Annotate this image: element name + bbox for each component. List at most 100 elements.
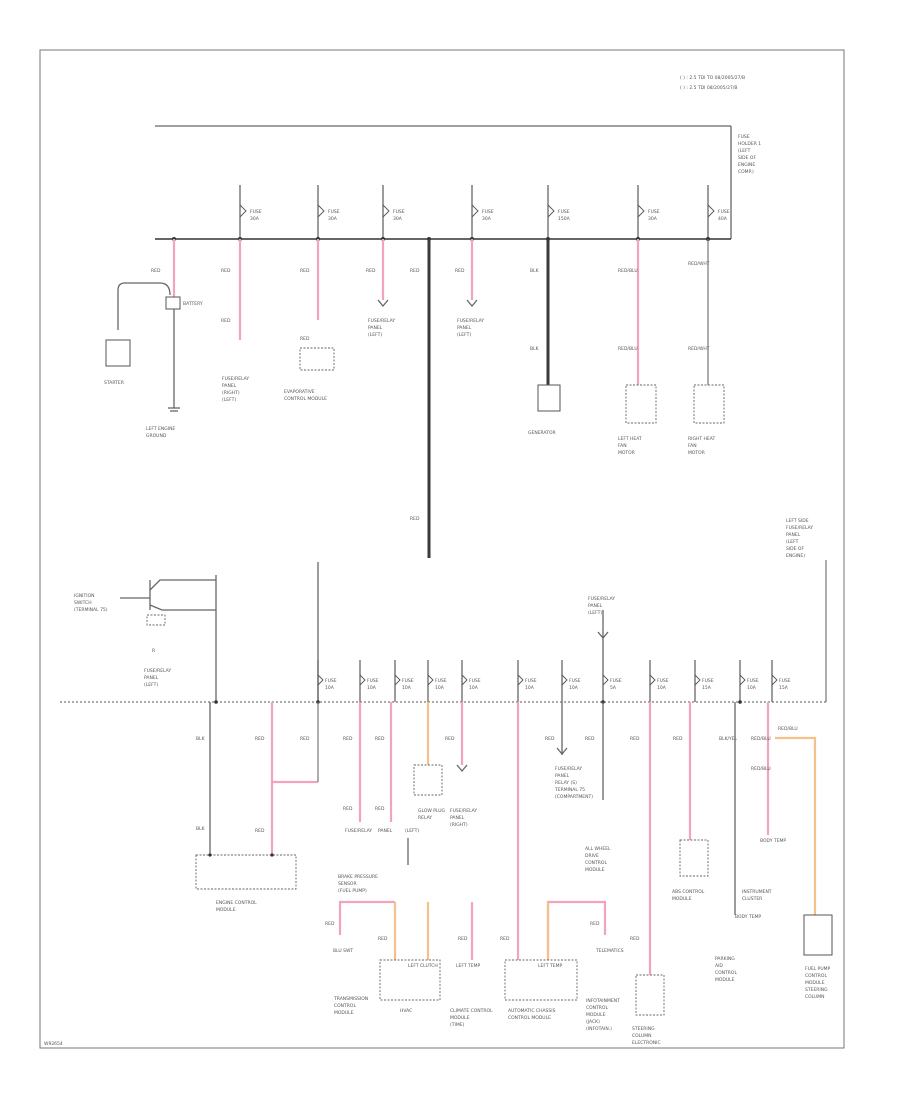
svg-text:FUSE: FUSE bbox=[482, 209, 494, 215]
svg-text:ABS CONTROL: ABS CONTROL bbox=[672, 889, 705, 895]
svg-text:RED: RED bbox=[300, 736, 310, 742]
branch-generator: BLK BLK GENERATOR bbox=[528, 239, 561, 436]
top-fuse-4: FUSE 30A bbox=[471, 185, 494, 239]
svg-text:STEERING: STEERING bbox=[805, 987, 828, 993]
svg-text:PANEL: PANEL bbox=[555, 773, 570, 779]
svg-text:10A: 10A bbox=[367, 685, 377, 691]
svg-text:LEFT ENGINE: LEFT ENGINE bbox=[146, 426, 175, 432]
svg-text:PANEL: PANEL bbox=[378, 828, 393, 834]
svg-text:COMP.): COMP.) bbox=[738, 169, 754, 175]
svg-text:MOTOR: MOTOR bbox=[688, 450, 705, 456]
svg-text:(LEFT: (LEFT bbox=[738, 148, 751, 154]
svg-text:IGNITION: IGNITION bbox=[74, 593, 95, 599]
svg-text:STARTER: STARTER bbox=[104, 380, 124, 386]
svg-text:ELECTRONIC: ELECTRONIC bbox=[632, 1040, 661, 1046]
svg-text:BRAKE PRESSURE: BRAKE PRESSURE bbox=[338, 874, 378, 880]
svg-text:10A: 10A bbox=[657, 685, 667, 691]
branch-fuse-relay-a: RED FUSE/RELAY PANEL (LEFT) bbox=[366, 239, 395, 338]
svg-text:EVAPORATIVE: EVAPORATIVE bbox=[284, 389, 315, 395]
svg-text:FUSE/RELAY: FUSE/RELAY bbox=[786, 525, 813, 531]
svg-text:RED: RED bbox=[630, 736, 640, 742]
svg-text:FUSE: FUSE bbox=[738, 134, 750, 140]
svg-text:HOLDER 1: HOLDER 1 bbox=[738, 141, 761, 147]
top-fuse-2: FUSE 30A bbox=[317, 185, 340, 239]
svg-text:RED: RED bbox=[585, 736, 595, 742]
speed-relay: RED FUSE/RELAY PANEL RELAY (S) TERMINAL … bbox=[545, 702, 593, 800]
svg-text:RED: RED bbox=[366, 268, 376, 274]
svg-text:FUSE: FUSE bbox=[250, 209, 262, 215]
svg-text:CONTROL: CONTROL bbox=[805, 973, 827, 979]
top-fuse-6: FUSE 30A bbox=[637, 185, 660, 239]
svg-text:RED/BLU: RED/BLU bbox=[751, 736, 771, 742]
svg-text:(LEFT): (LEFT) bbox=[457, 332, 471, 338]
svg-text:10A: 10A bbox=[325, 685, 335, 691]
svg-text:FUSE: FUSE bbox=[469, 678, 481, 684]
svg-text:RED: RED bbox=[590, 921, 600, 927]
svg-text:(TERMINAL 75): (TERMINAL 75) bbox=[74, 607, 108, 613]
svg-text:CONTROL: CONTROL bbox=[585, 860, 607, 866]
svg-text:TELEMATICS: TELEMATICS bbox=[595, 948, 624, 954]
svg-text:BLK: BLK bbox=[530, 346, 540, 352]
svg-text:RELAY (S): RELAY (S) bbox=[555, 780, 577, 786]
svg-text:30A: 30A bbox=[328, 216, 338, 222]
svg-text:CONTROL MODULE: CONTROL MODULE bbox=[508, 1015, 551, 1021]
svg-text:MODULE: MODULE bbox=[672, 896, 692, 902]
svg-text:RED: RED bbox=[255, 828, 265, 834]
svg-text:30A: 30A bbox=[250, 216, 260, 222]
svg-text:RED: RED bbox=[455, 268, 465, 274]
svg-text:ENGINE CONTROL: ENGINE CONTROL bbox=[216, 900, 257, 906]
svg-text:MODULE: MODULE bbox=[715, 977, 735, 983]
svg-text:RED/BLU: RED/BLU bbox=[618, 346, 638, 352]
svg-text:RED: RED bbox=[410, 516, 420, 522]
svg-text:RED: RED bbox=[255, 736, 265, 742]
svg-text:(LEFT): (LEFT) bbox=[368, 332, 382, 338]
svg-text:TERMINAL 75: TERMINAL 75 bbox=[554, 787, 585, 793]
relay-panel-right: RED FUSE/RELAY PANEL (RIGHT) bbox=[445, 702, 477, 828]
svg-text:FUSE: FUSE bbox=[648, 209, 660, 215]
svg-text:FUSE: FUSE bbox=[779, 678, 791, 684]
svg-text:INFOTAINMENT: INFOTAINMENT bbox=[586, 998, 620, 1004]
svg-text:CONTROL: CONTROL bbox=[586, 1005, 608, 1011]
svg-text:RED: RED bbox=[221, 318, 231, 324]
svg-text:AID: AID bbox=[715, 963, 723, 969]
svg-text:FUSE: FUSE bbox=[325, 678, 337, 684]
svg-text:SIDE OF: SIDE OF bbox=[738, 155, 756, 161]
svg-text:FUSE: FUSE bbox=[402, 678, 414, 684]
legend-line-1: ( ) : 2.5 TDI TO 08/2005/27/B bbox=[680, 75, 745, 81]
svg-text:10A: 10A bbox=[402, 685, 412, 691]
svg-text:RED/WHT: RED/WHT bbox=[688, 346, 710, 352]
svg-text:RED/BLU: RED/BLU bbox=[618, 268, 638, 274]
svg-text:MODULE: MODULE bbox=[585, 867, 605, 873]
svg-text:RED: RED bbox=[630, 936, 640, 942]
svg-text:RED: RED bbox=[445, 736, 455, 742]
svg-text:(LEFT): (LEFT) bbox=[405, 828, 419, 834]
svg-text:RED: RED bbox=[300, 336, 310, 342]
svg-text:(LEFT): (LEFT) bbox=[222, 397, 236, 403]
svg-text:RELAY: RELAY bbox=[418, 815, 432, 821]
svg-text:BLK/YEL: BLK/YEL bbox=[719, 736, 738, 742]
svg-text:GLOW PLUG: GLOW PLUG bbox=[418, 808, 446, 814]
svg-text:ALL WHEEL: ALL WHEEL bbox=[585, 846, 611, 852]
svg-text:FUSE: FUSE bbox=[525, 678, 537, 684]
top-fuse-7: FUSE 40A bbox=[707, 185, 730, 239]
starter-box bbox=[105, 339, 131, 367]
svg-text:RED: RED bbox=[325, 921, 335, 927]
svg-text:SWITCH: SWITCH bbox=[74, 600, 92, 606]
svg-text:FUSE/RELAY: FUSE/RELAY bbox=[368, 318, 395, 324]
svg-text:RED: RED bbox=[343, 806, 353, 812]
brake-pressure-group: BRAKE PRESSURE SENSOR (FUEL PUMP) RED BL… bbox=[325, 874, 493, 1028]
glow-plug-relay: GLOW PLUG RELAY bbox=[413, 702, 446, 821]
svg-text:FUEL PUMP: FUEL PUMP bbox=[805, 966, 831, 972]
svg-text:FUSE: FUSE bbox=[569, 678, 581, 684]
svg-text:CONTROL: CONTROL bbox=[334, 1003, 356, 1009]
svg-text:RED: RED bbox=[545, 736, 555, 742]
svg-text:RED: RED bbox=[221, 268, 231, 274]
ground-panel-label: FUSE/RELAY PANEL (LEFT) bbox=[588, 596, 615, 660]
svg-text:FAN: FAN bbox=[618, 443, 627, 449]
